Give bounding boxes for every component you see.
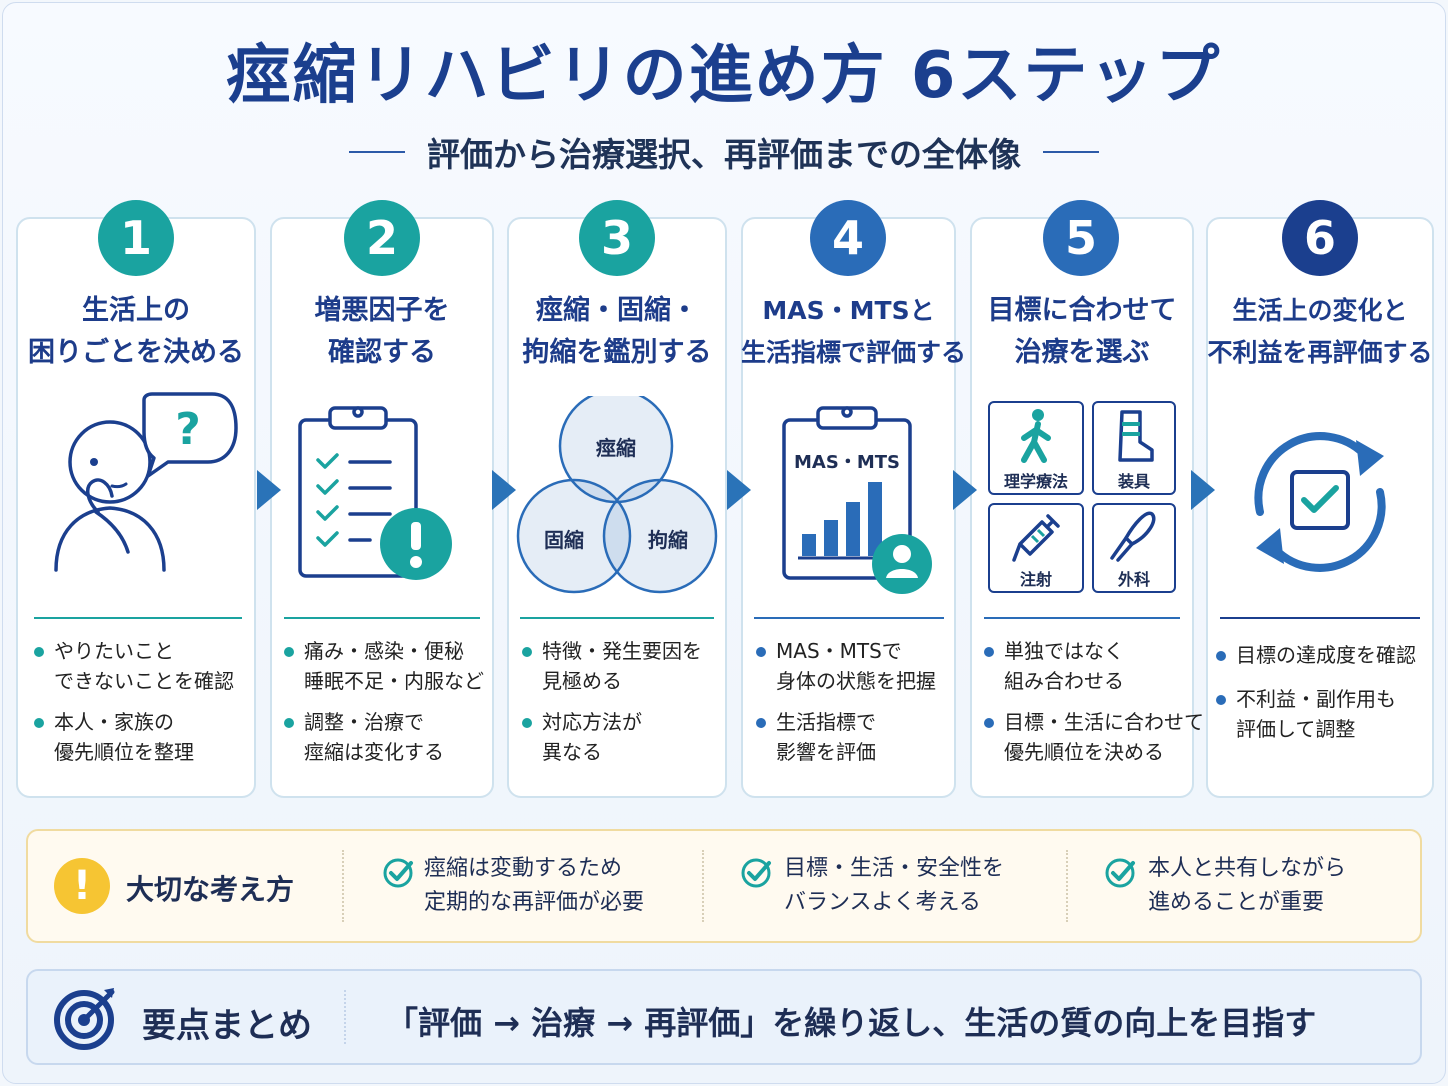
check-circle-icon [741, 858, 771, 888]
step-badge-3: 3 [579, 200, 655, 276]
scalpel-icon [1110, 511, 1156, 562]
walking-person-icon [1021, 409, 1051, 463]
flow-arrow-1 [257, 470, 281, 510]
step-bullets-3: 特徴・発生要因を見極める 対応方法が異なる [522, 636, 702, 778]
step-badge-1: 1 [98, 200, 174, 276]
step-divider-6 [1220, 617, 1420, 619]
key-ideas-separator [1066, 850, 1068, 922]
step-title-4: MAS・MTSと生活指標で評価する [741, 296, 967, 367]
check-circle-icon [383, 858, 413, 888]
bullet-item: MAS・MTSで身体の状態を把握 [756, 636, 936, 696]
step-badge-2: 2 [344, 200, 420, 276]
subtitle-line-right [1043, 151, 1099, 153]
bullet-item: 単独ではなく組み合わせる [984, 636, 1204, 696]
step-title-2: 増悪因子を確認する [314, 295, 450, 368]
check-circle-icon [1105, 858, 1135, 888]
checklist-clipboard-icon [298, 406, 452, 580]
step-title-3: 痙縮・固縮・拘縮を鑑別する [522, 295, 712, 368]
summary-text: 「評価 → 治療 → 再評価」を繰り返し、生活の質の向上を目指す [386, 1004, 1317, 1042]
step-bullets-1: やりたいことできないことを確認 本人・家族の優先順位を整理 [34, 636, 234, 778]
step-divider-1 [34, 617, 242, 619]
step-bullets-4: MAS・MTSで身体の状態を把握 生活指標で影響を評価 [756, 636, 936, 778]
flow-arrow-2 [492, 470, 516, 510]
step-title-1: 生活上の困りごとを決める [28, 295, 244, 368]
key-ideas-separator [702, 850, 704, 922]
treatment-tile-surgery [1092, 503, 1176, 593]
bullet-item: 目標・生活に合わせて優先順位を決める [984, 707, 1204, 767]
assessment-chart-icon [782, 406, 932, 594]
bullet-item: 目標の達成度を確認 [1216, 640, 1416, 670]
step-card-1 [16, 217, 256, 798]
target-icon [54, 988, 115, 1050]
step-bullets-2: 痛み・感染・便秘睡眠不足・内服など 調整・治療で痙縮は変化する [284, 636, 484, 778]
bullet-item: 痛み・感染・便秘睡眠不足・内服など [284, 636, 484, 696]
subtitle-row: 評価から治療選択、再評価までの全体像 [0, 128, 1448, 176]
orthosis-boot-icon [1118, 410, 1154, 462]
svg-text:?: ? [175, 404, 201, 455]
key-idea-1: 痙縮は変動するため定期的な再評価が必要 [424, 856, 645, 915]
step-bullets-5: 単独ではなく組み合わせる 目標・生活に合わせて優先順位を決める [984, 636, 1204, 778]
bullet-item: 特徴・発生要因を見極める [522, 636, 702, 696]
treatment-label-injection: 注射 [1019, 570, 1052, 589]
bullet-item: 不利益・副作用も評価して調整 [1216, 684, 1416, 744]
subtitle-line-left [349, 151, 405, 153]
flow-arrow-5 [1191, 470, 1215, 510]
bullet-item: 対応方法が異なる [522, 707, 702, 767]
treatment-label-pt: 理学療法 [1003, 472, 1068, 491]
summary-separator [344, 990, 346, 1044]
step-card-3 [507, 217, 727, 798]
step-title-5: 目標に合わせて治療を選ぶ [987, 295, 1177, 368]
venn-label-spasticity: 痙縮 [596, 436, 636, 460]
key-ideas-label: 大切な考え方 [126, 873, 295, 906]
exclamation-icon: ! [54, 858, 110, 914]
step-divider-2 [284, 617, 480, 619]
bullet-item: 調整・治療で痙縮は変化する [284, 707, 484, 767]
page-subtitle: 評価から治療選択、再評価までの全体像 [427, 135, 1021, 174]
step-title-6: 生活上の変化と不利益を再評価する [1207, 296, 1433, 367]
venn-label-contracture: 拘縮 [648, 528, 688, 552]
step-divider-5 [984, 617, 1180, 619]
venn-label-rigidity: 固縮 [544, 528, 584, 552]
summary-label: 要点まとめ [142, 1006, 312, 1046]
treatment-label-surgery: 外科 [1117, 570, 1150, 589]
bullet-item: 生活指標で影響を評価 [756, 707, 936, 767]
syringe-icon [1012, 514, 1060, 562]
venn-diagram-icon [516, 396, 718, 594]
flow-arrow-3 [727, 470, 751, 510]
treatment-label-orthosis: 装具 [1117, 472, 1150, 491]
step-badge-5: 5 [1043, 200, 1119, 276]
key-idea-2: 目標・生活・安全性をバランスよく考える [784, 856, 1005, 915]
step-divider-3 [520, 617, 714, 619]
key-idea-3: 本人と共有しながら進めることが重要 [1148, 856, 1347, 915]
thinking-person-icon: ? [54, 392, 238, 572]
flow-arrow-4 [953, 470, 977, 510]
step-bullets-6: 目標の達成度を確認 不利益・副作用も評価して調整 [1216, 640, 1416, 755]
step-badge-4: 4 [810, 200, 886, 276]
treatment-tile-injection [988, 503, 1084, 593]
summary-box [26, 969, 1422, 1065]
step-badge-6: 6 [1282, 200, 1358, 276]
step-divider-4 [754, 617, 944, 619]
bullet-item: 本人・家族の優先順位を整理 [34, 707, 234, 767]
bullet-item: やりたいことできないことを確認 [34, 636, 234, 696]
page-title: 痙縮リハビリの進め方 6ステップ [226, 39, 1222, 113]
re-evaluation-cycle-icon [1254, 432, 1386, 572]
chart-label: MAS・MTS [794, 452, 900, 473]
key-ideas-separator [342, 850, 344, 922]
key-ideas-box [26, 829, 1422, 943]
